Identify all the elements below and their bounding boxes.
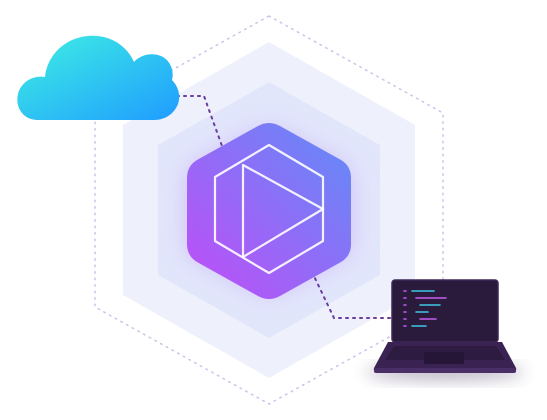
laptop-trackpad — [424, 352, 464, 364]
code-lines — [403, 290, 447, 327]
play-triangle — [241, 163, 325, 259]
laptop-screen — [392, 280, 498, 342]
cloud-shape — [17, 35, 180, 121]
cloud-connector-line — [169, 95, 223, 147]
outer-dotted-hexagon — [94, 15, 444, 405]
core-hexagon — [187, 123, 351, 299]
cloud-icon — [17, 35, 180, 121]
laptop-front-edge — [374, 368, 516, 373]
inner-outline-hexagon — [213, 143, 325, 275]
laptop-icon — [365, 279, 525, 380]
play-hexagon-icon — [187, 123, 351, 299]
laptop-connector-line — [311, 271, 393, 319]
